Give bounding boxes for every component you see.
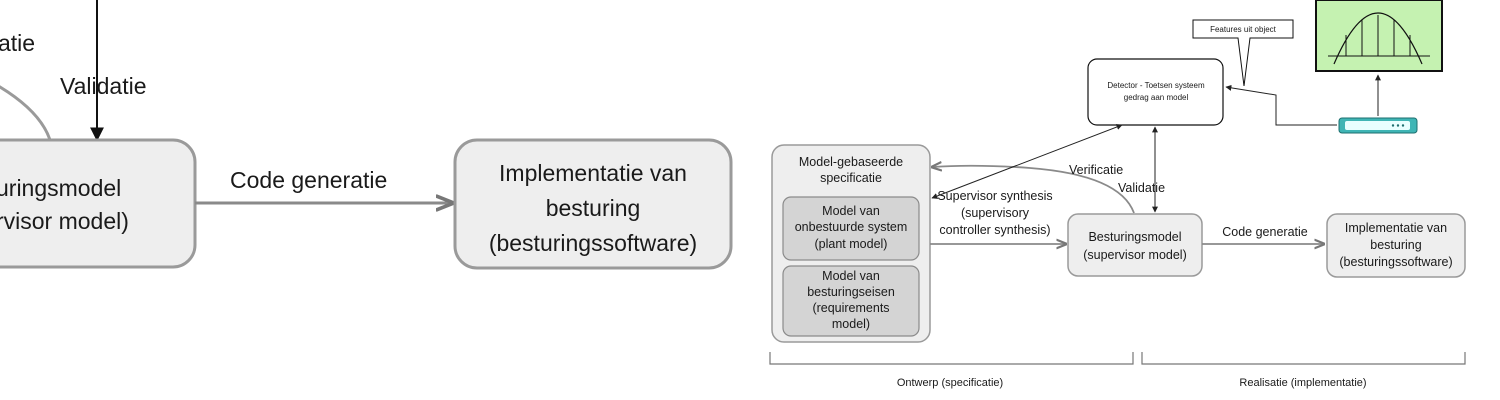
monitor-curve <box>1333 12 1423 65</box>
spec-title-line1: Model-gebaseerde <box>799 155 903 169</box>
design-phase-bracket <box>769 352 1134 365</box>
validation-label: Validatie <box>1118 181 1165 195</box>
spec-title-line2: specificatie <box>820 171 882 185</box>
left-controller-line2: rvisor model) <box>0 208 129 234</box>
synthesis-line1: Supervisor synthesis <box>937 189 1052 203</box>
code-gen-label: Code generatie <box>1222 225 1308 239</box>
sensor-led-2 <box>1396 124 1400 127</box>
device-detector-arrow <box>1225 84 1337 126</box>
requirements-model-box <box>782 265 920 337</box>
features-callout-text: Features uit object <box>1210 25 1277 34</box>
left-impl-line1: Implementatie van <box>499 160 687 186</box>
detector-spec-arrow <box>931 124 1123 199</box>
impl-line2: besturing <box>1370 238 1421 252</box>
left-validation-curve <box>0 85 52 141</box>
plant-model-box <box>782 196 920 261</box>
plant-line2: onbestuurde system <box>795 220 908 234</box>
impl-line3: (besturingssoftware) <box>1339 255 1452 269</box>
realisation-phase-label: Realisatie (implementatie) <box>1239 377 1366 389</box>
monitor-screen <box>1315 0 1443 72</box>
synthesis-line3: controller synthesis) <box>939 223 1050 237</box>
detector-line2: gedrag aan model <box>1124 93 1189 102</box>
sensor-led-3 <box>1401 124 1405 127</box>
left-cut-label: atie <box>0 30 35 56</box>
left-code-gen-label: Code generatie <box>230 167 387 193</box>
plant-line3: (plant model) <box>815 237 888 251</box>
left-diagram: atie Validatie uringsmodel rvisor model)… <box>0 0 733 270</box>
impl-line1: Implementatie van <box>1345 221 1447 235</box>
detector-line1: Detector - Toetsen systeem <box>1107 81 1205 90</box>
left-validation-label: Validatie <box>60 73 147 99</box>
left-impl-line2: besturing <box>546 195 641 221</box>
controller-line2: (supervisor model) <box>1083 248 1187 262</box>
right-diagram: Model-gebaseerde specificatie Model van … <box>769 0 1466 389</box>
left-impl-line3: (besturingssoftware) <box>489 230 697 256</box>
left-controller-line1: uringsmodel <box>0 175 121 201</box>
left-impl-box <box>453 138 733 270</box>
req-line1: Model van <box>822 269 880 283</box>
synthesis-line2: (supervisory <box>961 206 1030 220</box>
plant-line1: Model van <box>822 204 880 218</box>
features-callout <box>1192 19 1294 87</box>
left-controller-box <box>0 138 197 269</box>
realisation-phase-bracket <box>1141 352 1466 365</box>
sensor-led-1 <box>1391 124 1395 127</box>
implementation-box <box>1326 213 1466 278</box>
controller-model-box <box>1067 213 1203 277</box>
controller-line1: Besturingsmodel <box>1088 230 1181 244</box>
req-line2: besturingseisen <box>807 285 895 299</box>
verification-label: Verificatie <box>1069 163 1123 177</box>
req-line3: (requirements <box>812 301 889 315</box>
detector-box <box>1087 58 1224 126</box>
sensor-device-face <box>1345 121 1410 130</box>
req-line4: model) <box>832 317 870 331</box>
design-phase-label: Ontwerp (specificatie) <box>897 377 1003 389</box>
